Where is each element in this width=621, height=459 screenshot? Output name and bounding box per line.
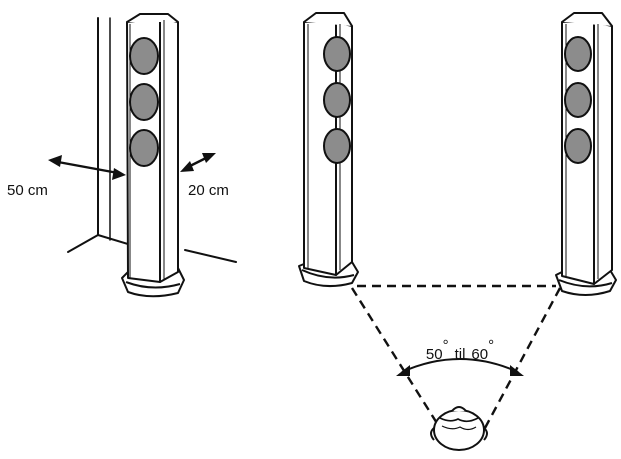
speaker-top — [126, 13, 179, 23]
front-left-speaker — [298, 12, 359, 287]
listener-head — [430, 406, 488, 451]
degree-symbol-from: ° — [443, 337, 449, 354]
floor-edge-back — [184, 249, 237, 263]
wall-distance-arrow — [48, 155, 126, 180]
side-distance-label: 20 cm — [188, 182, 229, 199]
speaker-top — [561, 12, 613, 27]
speaker-base-edge — [301, 269, 355, 279]
left-ear — [430, 427, 435, 441]
speaker-base-edge — [125, 281, 181, 289]
left-sightline — [350, 287, 442, 429]
floor-edge-left — [67, 234, 99, 253]
speaker-side-panel — [593, 21, 613, 285]
speaker-driver-bottom — [323, 128, 351, 164]
listening-triangle — [350, 284, 562, 429]
speaker-driver-top — [129, 37, 159, 75]
speaker-driver-top — [564, 36, 592, 72]
speaker-top — [303, 12, 353, 27]
left-room-speaker — [121, 13, 185, 298]
speaker-driver-middle — [129, 83, 159, 121]
speaker-base-edge — [558, 279, 613, 288]
head-outline — [433, 409, 485, 451]
wall-distance-label: 50 cm — [7, 182, 48, 199]
angle-from-value: 50 — [426, 346, 443, 363]
speaker-side-panel — [159, 17, 179, 283]
hair-line — [439, 417, 479, 423]
side-distance-arrow — [180, 153, 216, 172]
room-corner — [67, 17, 237, 263]
angle-word: til — [455, 346, 466, 363]
speaker-driver-bottom — [129, 129, 159, 167]
front-right-speaker — [555, 12, 617, 296]
speaker-driver-bottom — [564, 128, 592, 164]
speaker-driver-top — [323, 36, 351, 72]
right-ear — [483, 427, 488, 441]
right-sightline — [483, 287, 562, 429]
speaker-driver-middle — [564, 82, 592, 118]
speaker-driver-middle — [323, 82, 351, 118]
hair-line-2 — [441, 425, 477, 431]
floor-edge-right — [97, 234, 129, 245]
degree-symbol-to: ° — [488, 337, 494, 354]
angle-arc — [396, 358, 524, 376]
nose — [451, 406, 467, 412]
angle-to-value: 60 — [471, 346, 488, 363]
